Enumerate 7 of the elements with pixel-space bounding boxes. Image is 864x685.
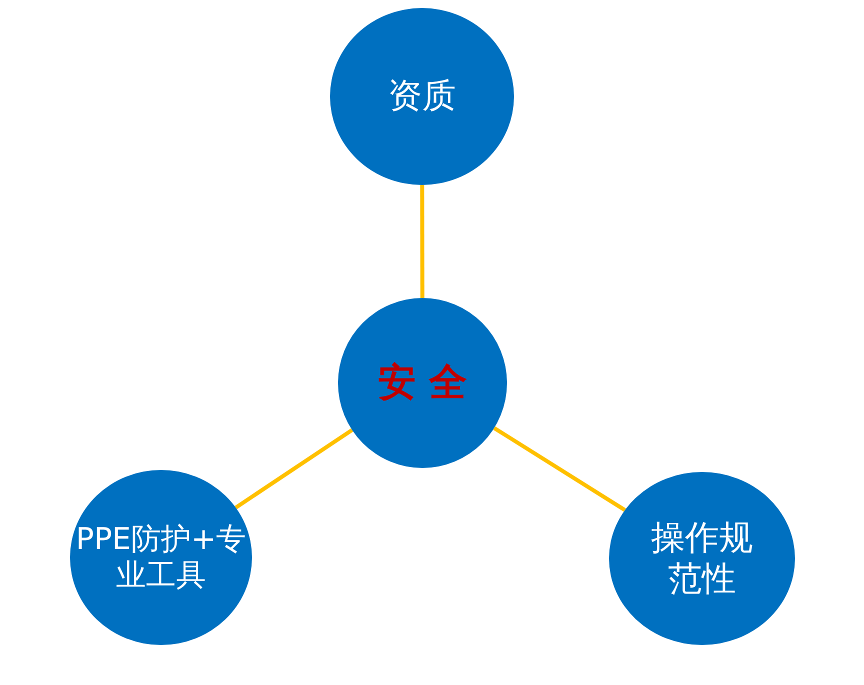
node-label: 操作规范性 xyxy=(650,518,754,600)
connector-line xyxy=(493,426,626,512)
node-label: 资质 xyxy=(387,76,457,117)
connector-line xyxy=(234,428,354,510)
node-label: 安 全 xyxy=(376,360,468,406)
connector-line xyxy=(420,185,424,298)
node-label: PPE防护+专业工具 xyxy=(74,522,248,594)
